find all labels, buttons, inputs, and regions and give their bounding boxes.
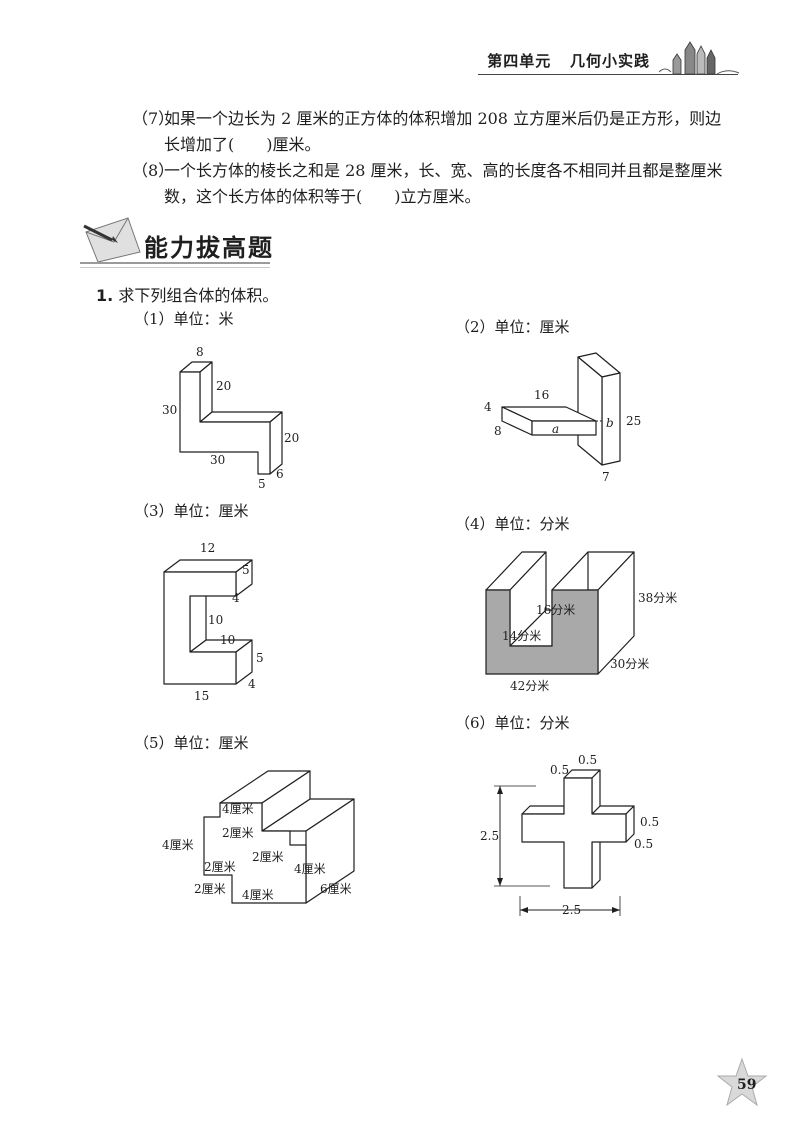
- figure-3-label: 10: [220, 633, 235, 647]
- section-title: 能力拔高题: [144, 234, 274, 262]
- figure-5-label: 4厘米: [162, 838, 194, 852]
- figure-4-label: 30分米: [610, 657, 649, 671]
- figure-2-label: 8: [494, 424, 502, 438]
- figure-2-label: 25: [626, 414, 641, 428]
- problem-statement: 1. 求下列组合体的体积。: [96, 282, 278, 306]
- figure-5-caption: （5）单位：厘米: [134, 734, 249, 752]
- figure-2-label: a: [552, 422, 559, 436]
- figure-4-label: 14分米: [502, 629, 541, 643]
- figure-6-label: 0.5: [578, 753, 597, 767]
- figure-6-label: 2.5: [562, 903, 581, 917]
- figure-2-label: b: [606, 416, 614, 430]
- figure-5-label: 4厘米: [242, 888, 274, 902]
- page-number: 59: [737, 1077, 757, 1093]
- figure-3-label: 4: [248, 677, 256, 691]
- figure-5-diagram: 4厘米 2厘米 4厘米 2厘米 2厘米 2厘米 4厘米 4厘米 6厘米: [162, 770, 355, 904]
- figure-1-diagram: 8 20 30 20 30 6 5: [162, 345, 299, 491]
- unit-label: 第四单元: [487, 52, 552, 70]
- question-8: （8） 一个长方体的棱长之和是 28 厘米，长、宽、高的长度各不相同并且都是整厘…: [132, 158, 732, 210]
- header-rule: [478, 74, 738, 75]
- question-text: 如果一个边长为 2 厘米的正方体的体积增加 208 立方厘米后仍是正方形，则边长…: [164, 109, 722, 154]
- chapter-header: 第四单元 几何小实践: [487, 50, 650, 71]
- figure-1-label: 6: [276, 467, 284, 481]
- figure-1-caption: （1）单位：米: [134, 310, 234, 328]
- figure-5-label: 2厘米: [194, 882, 226, 896]
- figure-1-label: 20: [216, 379, 231, 393]
- figure-2-caption: （2）单位：厘米: [455, 318, 570, 336]
- figure-6-label: 2.5: [480, 829, 499, 843]
- figure-1-label: 30: [162, 403, 177, 417]
- figure-3-label: 10: [208, 613, 223, 627]
- figure-5-label: 2厘米: [252, 850, 284, 864]
- figure-1-label: 8: [196, 345, 204, 359]
- question-number: （8）: [132, 161, 175, 180]
- figure-5-label: 4厘米: [294, 862, 326, 876]
- figure-4-label: 16分米: [536, 603, 575, 617]
- figure-6-diagram: 0.5 0.5 0.5 0.5 2.5 2.5: [480, 753, 659, 917]
- figure-6-label: 0.5: [634, 837, 653, 851]
- star-icon: [716, 1057, 768, 1107]
- section-rule: [80, 262, 270, 264]
- figure-2-label: 7: [602, 470, 610, 484]
- figure-1-label: 5: [258, 477, 266, 491]
- figure-5-label: 2厘米: [222, 826, 254, 840]
- figure-4-diagram: 16分米 14分米 38分米 30分米 42分米: [485, 551, 677, 693]
- figure-3-diagram: 12 5 4 10 10 5 4 15: [163, 541, 264, 703]
- figure-5-label: 6厘米: [320, 882, 352, 896]
- question-text: 一个长方体的棱长之和是 28 厘米，长、宽、高的长度各不相同并且都是整厘米数，这…: [164, 161, 723, 206]
- figure-3-label: 5: [242, 563, 250, 577]
- figure-1-label: 30: [210, 453, 225, 467]
- figure-3-label: 5: [256, 651, 264, 665]
- figure-2-label: 4: [484, 400, 492, 414]
- figure-4-caption: （4）单位：分米: [455, 515, 570, 533]
- figure-6-caption: （6）单位：分米: [455, 714, 570, 732]
- question-7: （7） 如果一个边长为 2 厘米的正方体的体积增加 208 立方厘米后仍是正方形…: [132, 106, 732, 158]
- pencils-decoration-icon: [658, 41, 740, 75]
- figure-3-label: 15: [194, 689, 209, 703]
- question-number: （7）: [132, 109, 175, 128]
- figure-5-label: 2厘米: [204, 860, 236, 874]
- figure-2-diagram: 16 4 8 a b 25 7: [484, 352, 641, 484]
- envelope-pencil-icon: [83, 217, 141, 263]
- figure-5-label: 4厘米: [222, 802, 254, 816]
- figure-6-label: 0.5: [640, 815, 659, 829]
- figure-4-label: 38分米: [638, 591, 677, 605]
- figure-6-label: 0.5: [550, 763, 569, 777]
- section-rule: [80, 267, 270, 268]
- figure-3-label: 4: [232, 591, 240, 605]
- figure-4-label: 42分米: [510, 679, 549, 693]
- figure-3-caption: （3）单位：厘米: [134, 502, 249, 520]
- figure-1-label: 20: [284, 431, 299, 445]
- problem-text: 求下列组合体的体积。: [118, 286, 279, 305]
- problem-number: 1.: [96, 286, 114, 305]
- figure-2-label: 16: [534, 388, 549, 402]
- figure-3-label: 12: [200, 541, 215, 555]
- topic-label: 几何小实践: [569, 52, 650, 70]
